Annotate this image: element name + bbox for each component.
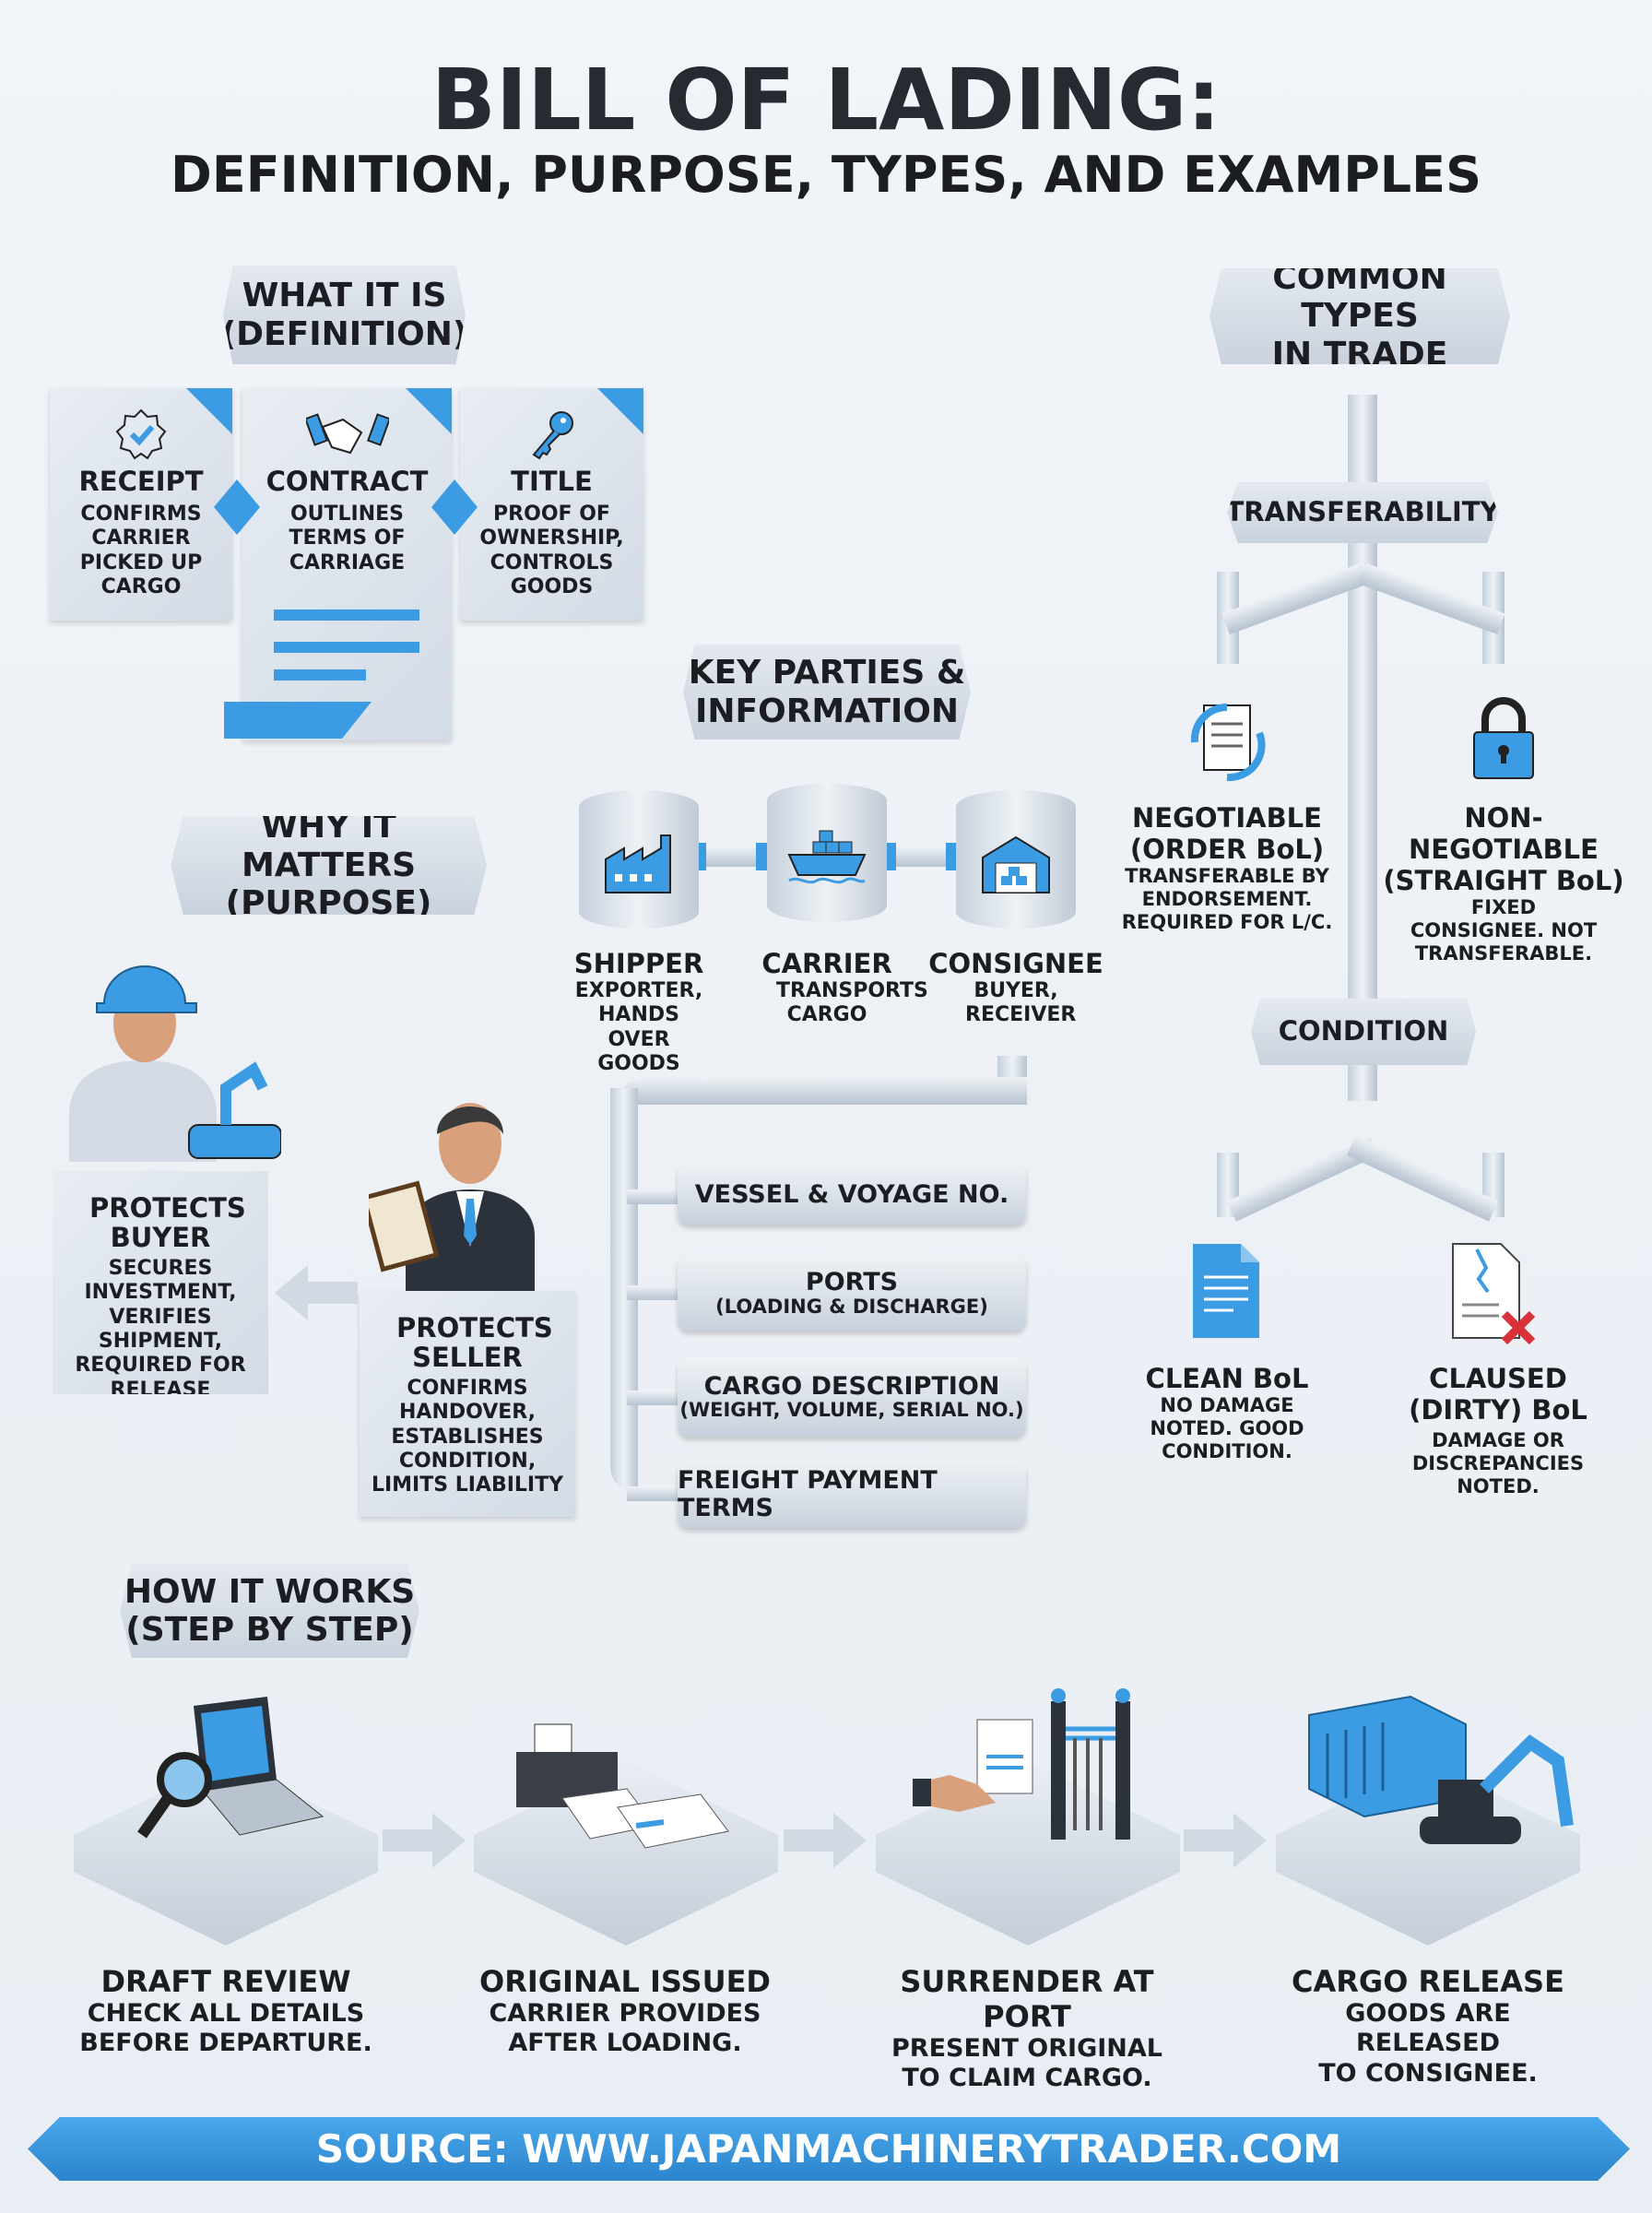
title-title: TITLE — [511, 466, 593, 497]
clean-type: CLEAN BoL NO DAMAGE NOTED. GOOD CONDITIO… — [1145, 1363, 1309, 1463]
consignee-cylinder — [956, 790, 1076, 929]
container-excavator-icon — [1308, 1695, 1574, 1844]
condition-label: CONDITION — [1251, 999, 1476, 1065]
torn-document-x-icon — [1452, 1243, 1536, 1345]
receipt-title: RECEIPT — [78, 466, 204, 497]
laptop-magnifier-icon — [137, 1697, 324, 1839]
document-icon — [1193, 1244, 1259, 1338]
buyer-worker-icon — [69, 965, 281, 1162]
seller-businessman-icon — [369, 1103, 535, 1300]
claused-type: CLAUSED(DIRTY) BoL DAMAGE OR DISCREPANCI… — [1409, 1363, 1587, 1498]
pipe-joint — [756, 843, 769, 870]
info-cargo-description: CARGO DESCRIPTION(WEIGHT, VOLUME, SERIAL… — [678, 1357, 1026, 1437]
receipt-text: CONFIRMS CARRIER PICKED UP CARGO — [79, 503, 203, 599]
page-subtitle: DEFINITION, PURPOSE, TYPES, AND EXAMPLES — [171, 146, 1481, 204]
info-pipe — [618, 1077, 1027, 1105]
parties-heading: KEY PARTIES &INFORMATION — [683, 645, 971, 740]
branch-pipe — [1346, 1135, 1499, 1222]
title-card: TITLE PROOF OF OWNERSHIP, CONTROLS GOODS — [460, 388, 643, 621]
badge-check-icon — [115, 408, 167, 460]
page-title: BILL OF LADING: — [431, 51, 1221, 149]
contract-card: CONTRACT OUTLINES TERMS OF CARRIAGE — [224, 388, 452, 740]
source-banner: SOURCE: WWW.JAPANMACHINERYTRADER.COM — [28, 2117, 1630, 2181]
key-icon — [532, 411, 573, 460]
document-exchange-icon — [1190, 703, 1266, 782]
step-arrow-icon — [784, 1813, 867, 1868]
info-freight-payment: FREIGHT PAYMENT TERMS — [678, 1461, 1026, 1528]
lock-icon — [1473, 697, 1534, 779]
handshake-icon — [303, 413, 391, 455]
carrier-cylinder — [767, 784, 887, 922]
pipe-joint — [946, 843, 959, 870]
step-arrow-icon — [383, 1813, 466, 1868]
info-pipe — [627, 1391, 682, 1405]
purpose-heading: WHY IT MATTERS(PURPOSE) — [171, 816, 487, 915]
ship-icon — [787, 830, 867, 884]
title-text: PROOF OF OWNERSHIP, CONTROLS GOODS — [479, 503, 624, 599]
info-vessel-voyage: VESSEL & VOYAGE NO. — [678, 1165, 1026, 1225]
negotiable-type: NEGOTIABLE(ORDER BoL) TRANSFERABLE BY EN… — [1121, 802, 1333, 934]
step-arrow-icon — [1184, 1813, 1267, 1868]
protects-seller-card: PROTECTS SELLER CONFIRMS HANDOVER, ESTAB… — [360, 1291, 575, 1517]
protects-buyer-card: PROTECTS BUYER SECURES INVESTMENT, VERIF… — [53, 1171, 268, 1394]
contract-text: OUTLINES TERMS OF CARRIAGE — [289, 503, 406, 574]
non-negotiable-type: NON-NEGOTIABLE(STRAIGHT BoL) FIXED CONSI… — [1383, 802, 1624, 965]
branch-pipe — [1221, 562, 1369, 634]
info-ports: PORTS(LOADING & DISCHARGE) — [678, 1256, 1026, 1331]
receipt-card: RECEIPT CONFIRMS CARRIER PICKED UP CARGO — [50, 388, 232, 621]
source-text: SOURCE: WWW.JAPANMACHINERYTRADER.COM — [315, 2126, 1342, 2172]
info-pipe — [627, 1486, 682, 1501]
transferability-label: TRANSFERABILITY — [1227, 482, 1498, 543]
warehouse-icon — [982, 835, 1050, 893]
steps-heading: HOW IT WORKS(STEP BY STEP) — [120, 1564, 419, 1658]
arrow-left-icon — [275, 1265, 358, 1320]
contract-title: CONTRACT — [266, 466, 429, 497]
info-pipe — [627, 1189, 682, 1204]
printer-documents-icon — [516, 1723, 729, 1849]
info-pipe — [627, 1285, 682, 1300]
definition-heading: WHAT IT IS(DEFINITION) — [223, 266, 466, 364]
factory-icon — [605, 834, 671, 893]
shipper-cylinder — [579, 790, 699, 929]
handover-port-gate-icon — [913, 1688, 1130, 1840]
